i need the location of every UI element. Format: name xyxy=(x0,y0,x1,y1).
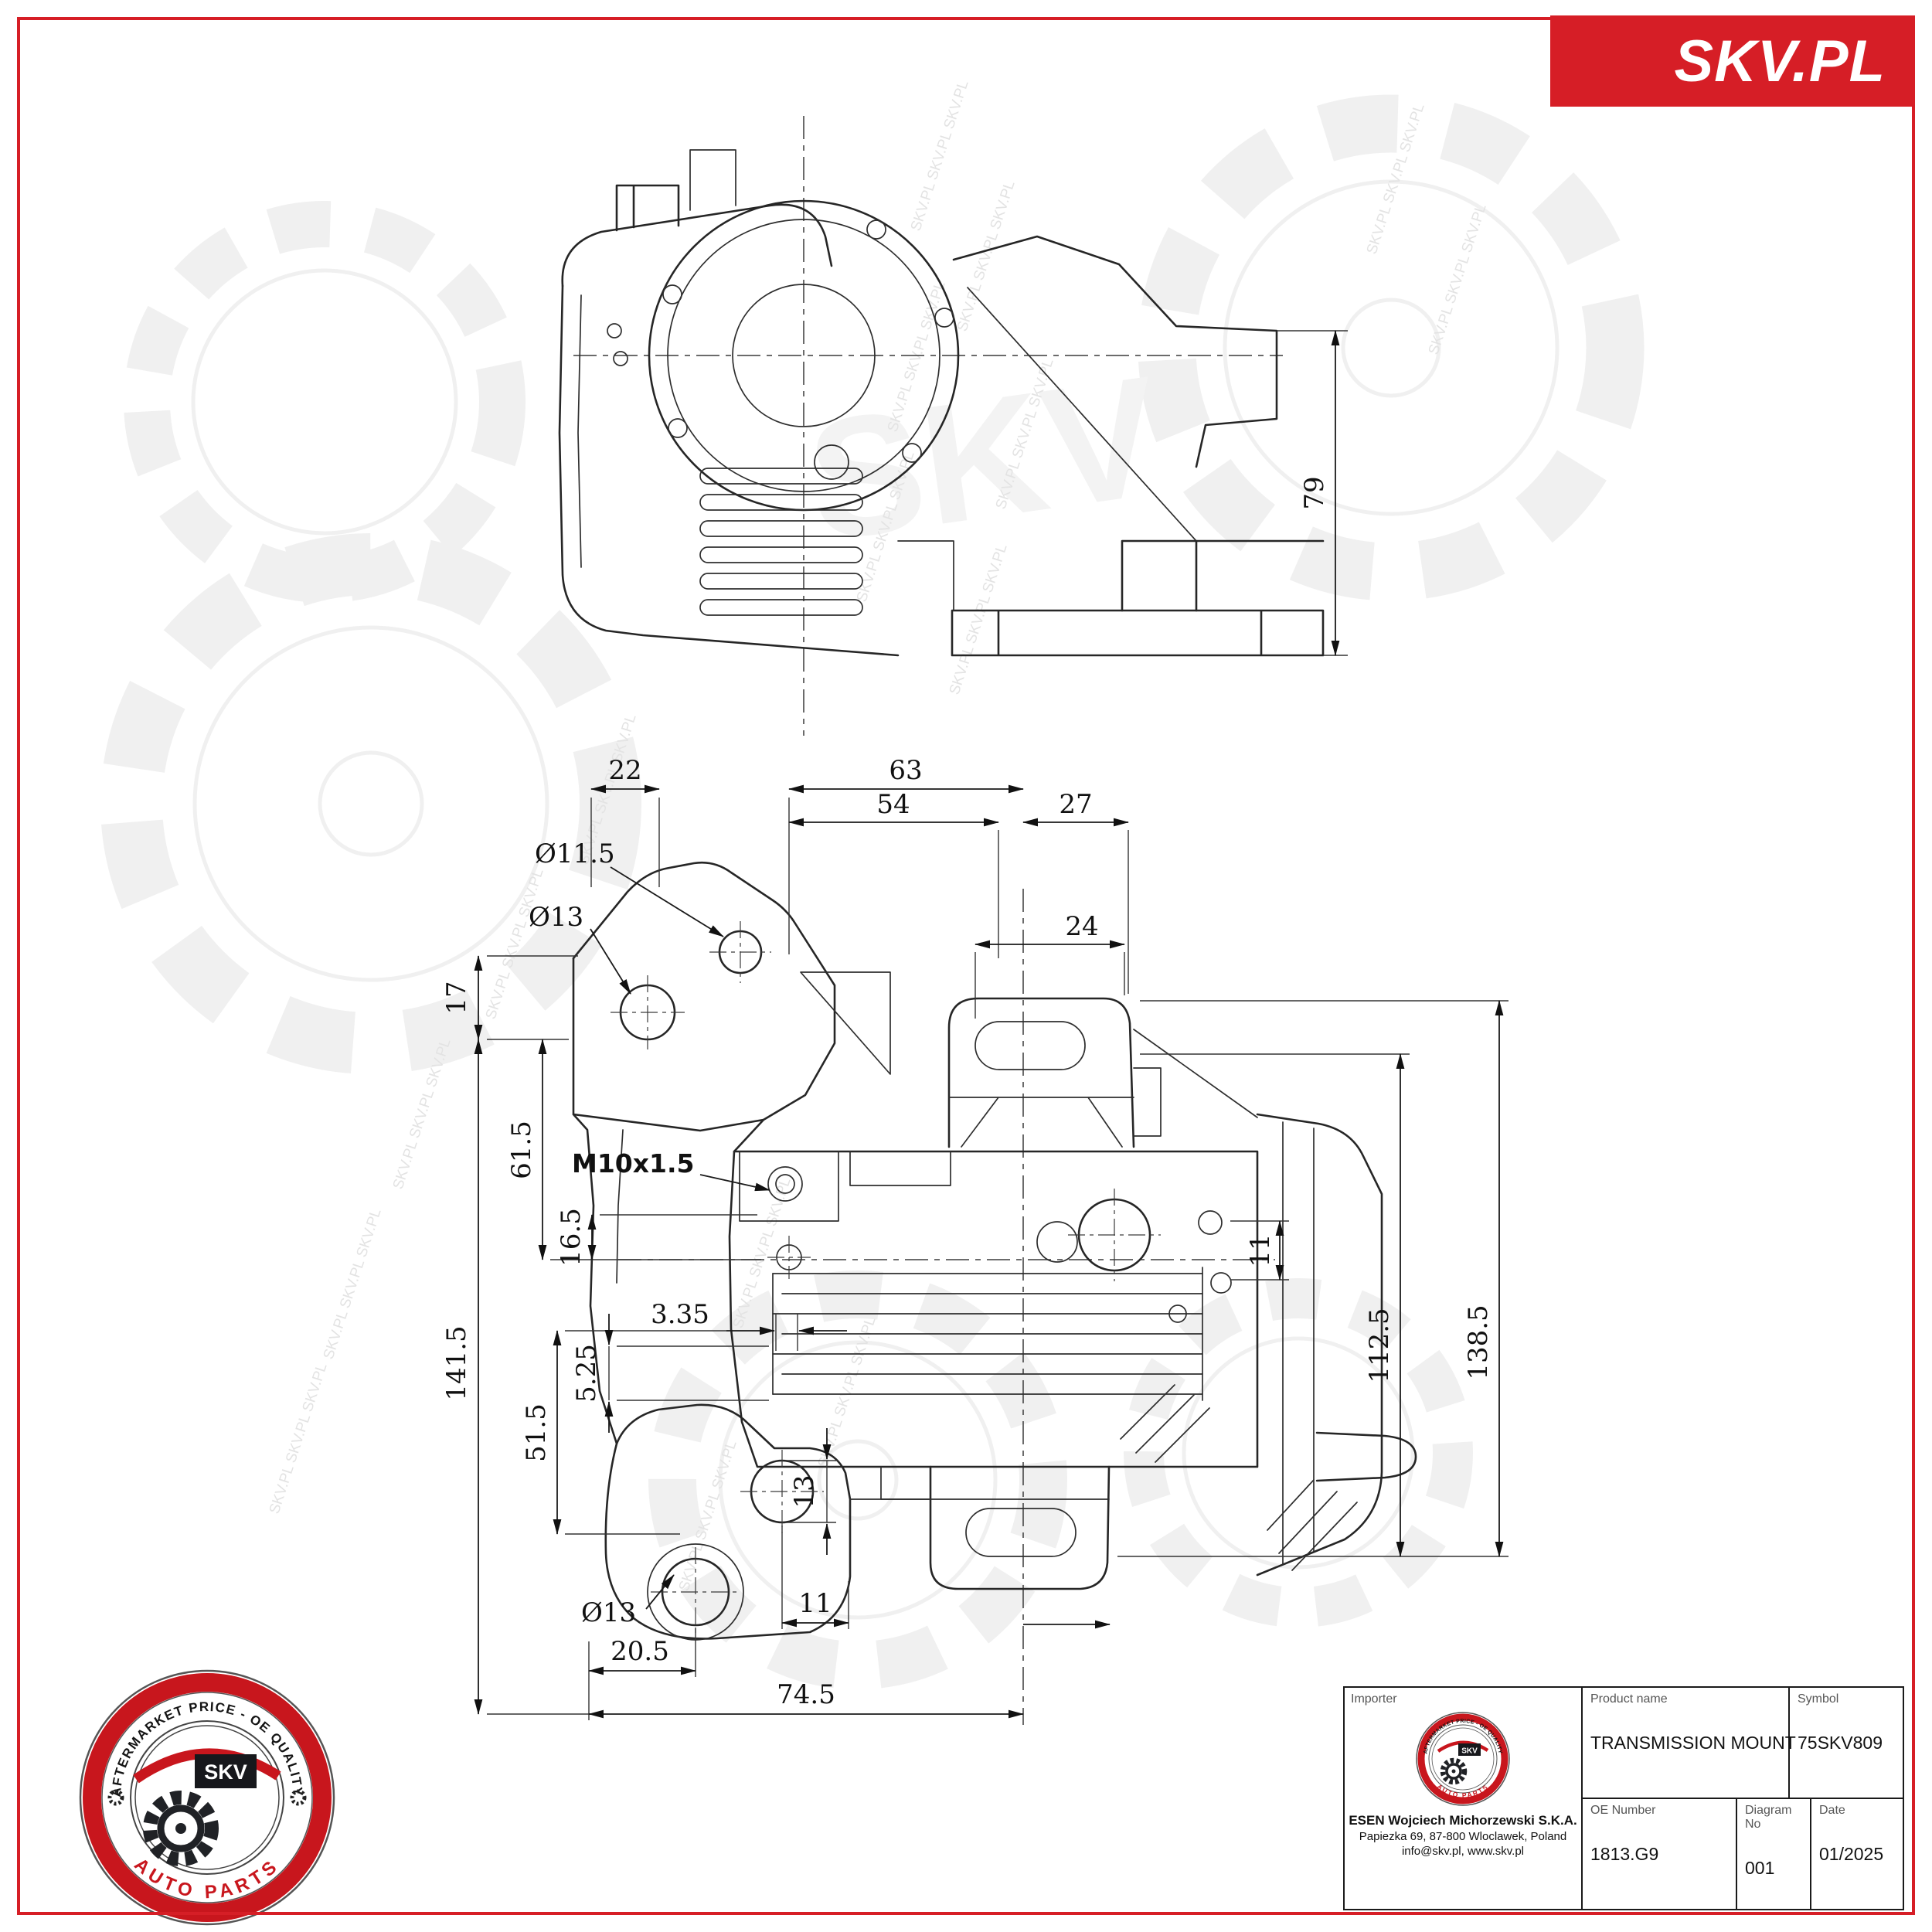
dim-label-17: 17 xyxy=(441,981,472,1014)
watermark-text: SKV.PL SKV.PL SKV.PL xyxy=(1426,202,1490,356)
front-view xyxy=(572,861,1417,1725)
symbol-value: 75SKV809 xyxy=(1798,1733,1883,1753)
importer-address: Papiezka 69, 87-800 Wloclawek, Poland xyxy=(1359,1830,1567,1843)
dim-label-138-5: 138.5 xyxy=(1463,1304,1494,1379)
dim-label-3-35: 3.35 xyxy=(651,1299,709,1330)
dim-label-16-5: 16.5 xyxy=(556,1208,587,1267)
product-name-cell: Product name TRANSMISSION MOUNT xyxy=(1583,1688,1796,1798)
stamp-right-gear-dot xyxy=(290,1789,307,1806)
dim-label-27: 27 xyxy=(1059,789,1092,820)
date-label: Date xyxy=(1819,1804,1845,1817)
dim-label-63: 63 xyxy=(889,755,922,786)
dimensions: 22 63 54 27 24 Ø11.5 Ø13 17 M10x1.5 61.5… xyxy=(441,755,1509,1720)
stamp-red-swoosh xyxy=(133,1748,281,1784)
dim-label-m10: M10x1.5 xyxy=(572,1148,695,1179)
gear-watermark xyxy=(124,201,526,603)
watermark-ghost: SKV xyxy=(798,340,1170,577)
dim-label-11-bottom: 11 xyxy=(798,1588,832,1619)
watermark-text: SKV.PL SKV.PL SKV.PL xyxy=(908,78,972,233)
title-block-main: Product name TRANSMISSION MOUNT Symbol 7… xyxy=(1583,1688,1903,1909)
dim-label-dia13-top: Ø13 xyxy=(529,902,583,933)
dim-label-112-5: 112.5 xyxy=(1364,1308,1395,1383)
stamp-skv-box xyxy=(195,1754,257,1788)
top-view: 79 xyxy=(558,116,1348,736)
mini-stamp-gear-icon xyxy=(1440,1757,1468,1785)
dim-label-20-5: 20.5 xyxy=(611,1636,669,1667)
diagram-no-value: 001 xyxy=(1745,1858,1775,1878)
watermark-gears xyxy=(100,94,1645,1689)
watermark-text: SKV.PL SKV.PL SKV.PL xyxy=(815,1315,879,1469)
stamp-gear-icon xyxy=(143,1791,219,1866)
date-value: 01/2025 xyxy=(1819,1844,1884,1864)
brand-logo-text: SKV.PL xyxy=(1674,28,1886,94)
oe-number-value: 1813.G9 xyxy=(1590,1844,1659,1864)
diagram-no-cell: Diagram No 001 xyxy=(1737,1799,1811,1909)
importer-contact: info@skv.pl, www.skv.pl xyxy=(1401,1845,1525,1858)
dim-label-141-5: 141.5 xyxy=(441,1325,472,1400)
oe-number-label: OE Number xyxy=(1590,1804,1656,1817)
dim-label-74-5: 74.5 xyxy=(777,1679,835,1710)
importer-name: ESEN Wojciech Michorzewski S.K.A. xyxy=(1349,1813,1577,1828)
diagram-no-label: Diagram No xyxy=(1745,1804,1792,1831)
vent-slots xyxy=(699,468,863,616)
product-name-value: TRANSMISSION MOUNT xyxy=(1590,1733,1796,1753)
watermark-text: SKV.PL SKV.PL SKV.PL xyxy=(947,542,1011,696)
gear-watermark xyxy=(1138,94,1645,601)
stamp-left-gear-dot xyxy=(107,1789,124,1806)
slot-lower xyxy=(965,1508,1077,1557)
skv-stamp: AFTERMARKET PRICE - OE QUALITY AUTO PART… xyxy=(79,1669,335,1926)
dim-label-11-right: 11 xyxy=(1245,1233,1276,1267)
dim-label-24: 24 xyxy=(1065,911,1098,942)
oe-number-cell: OE Number 1813.G9 xyxy=(1583,1799,1737,1909)
watermark-text: SKV.PL SKV.PL SKV.PL xyxy=(321,1206,385,1361)
gear-watermark xyxy=(648,1270,1067,1689)
dim-label-61-5: 61.5 xyxy=(506,1121,537,1179)
product-name-label: Product name xyxy=(1590,1692,1668,1706)
brand-banner: SKV.PL xyxy=(1550,15,1915,107)
title-block: Importer AFTERMARKET PRICE - OE QUALITY … xyxy=(1343,1686,1904,1910)
dim-label-51-5: 51.5 xyxy=(521,1403,552,1462)
slot-upper xyxy=(975,1021,1086,1070)
gear-watermark xyxy=(100,533,641,1074)
dim-label-54: 54 xyxy=(876,789,910,820)
date-cell: Date 01/2025 xyxy=(1811,1799,1903,1909)
dim-label-dia13-bottom: Ø13 xyxy=(581,1597,636,1628)
dim-label-79: 79 xyxy=(1299,476,1330,509)
stamp-skv-text: SKV xyxy=(204,1760,247,1784)
mini-stamp-skv-text: SKV xyxy=(1461,1747,1478,1756)
importer-cell: Importer AFTERMARKET PRICE - OE QUALITY … xyxy=(1345,1688,1583,1909)
dim-label-dia11-5: Ø11.5 xyxy=(535,838,615,869)
dim-label-13: 13 xyxy=(789,1475,820,1508)
symbol-cell: Symbol 75SKV809 xyxy=(1790,1688,1903,1798)
gear-watermark xyxy=(1124,1278,1473,1628)
dim-label-22: 22 xyxy=(608,755,641,786)
watermark-text: SKV.PL SKV.PL SKV.PL xyxy=(267,1361,331,1515)
skv-stamp-small: AFTERMARKET PRICE - OE QUALITY AUTO PART… xyxy=(1416,1712,1510,1806)
importer-label: Importer xyxy=(1351,1692,1397,1706)
rubber-spring-lines xyxy=(772,1267,1203,1401)
symbol-label: Symbol xyxy=(1798,1692,1839,1706)
dim-label-5-25: 5.25 xyxy=(571,1344,602,1403)
